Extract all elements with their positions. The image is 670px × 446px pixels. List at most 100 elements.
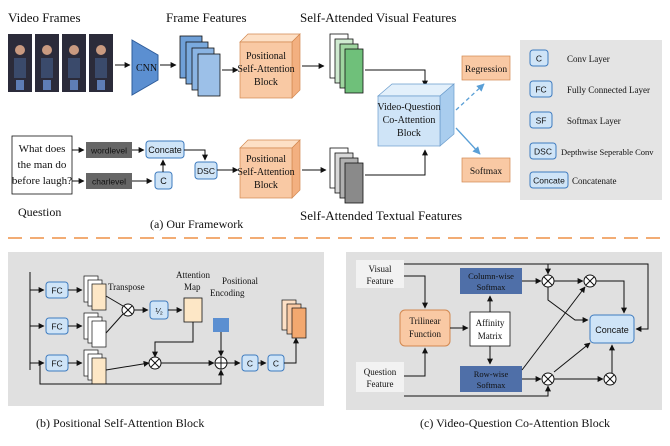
legend-item-conv: C Conv Layer	[529, 49, 610, 67]
svg-text:Softmax Layer: Softmax Layer	[567, 116, 621, 126]
concate-label-c: Concate	[595, 325, 629, 335]
transpose-label: Transpose	[108, 282, 145, 292]
psa-bottom-line3: Block	[254, 180, 278, 191]
legend-item-sf: SF Softmax Layer	[529, 111, 621, 129]
row-wise-softmax-box	[460, 366, 522, 392]
conv-box-b-1: C	[241, 354, 259, 372]
charlevel-label: charlevel	[92, 177, 126, 187]
caption-c: (c) Video-Question Co-Attention Block	[420, 416, 610, 430]
video-frames-thumbnails	[8, 34, 113, 92]
legend-item-dsc: DSC Depthwise Seperable Conv	[529, 142, 654, 160]
rowwise-line2: Softmax	[477, 380, 507, 390]
question-line-1: What does	[19, 143, 66, 155]
question-line-2: the man do	[18, 159, 67, 171]
vq-line3: Block	[397, 128, 421, 139]
multiply-node-b-2	[148, 356, 162, 370]
svg-text:FC: FC	[51, 322, 62, 332]
charlevel-box	[86, 173, 132, 189]
dsc-label-top: DSC	[197, 166, 215, 176]
affinity-line1: Affinity	[476, 318, 505, 328]
psa-top-line2: Self-Attention	[237, 64, 294, 75]
colwise-line1: Column-wise	[468, 271, 514, 281]
question-text-box	[11, 135, 73, 195]
visual-feature-box	[356, 260, 404, 288]
video-frames-label: Video Frames	[8, 10, 81, 25]
conv-box-b-2: C	[267, 354, 285, 372]
self-attended-visual-label: Self-Attended Visual Features	[300, 10, 456, 25]
caption-b: (b) Positional Self-Attention Block	[36, 416, 204, 430]
frame-features-label: Frame Features	[166, 10, 247, 25]
self-attended-textual-stack	[329, 147, 364, 204]
svg-text:SF: SF	[536, 116, 547, 126]
attention-map-box	[183, 297, 203, 323]
svg-text:DSC: DSC	[534, 147, 552, 157]
positional-self-attention-block-top	[239, 33, 301, 99]
add-node-b	[214, 356, 228, 370]
multiply-node-c-4	[603, 372, 617, 386]
positional-encoding-box	[213, 318, 229, 332]
positional-encoding-line1: Positional	[222, 276, 259, 286]
concate-box-c	[589, 314, 635, 344]
question-feature-line1: Question	[364, 367, 397, 377]
frame-features-stack	[179, 35, 221, 97]
feature-stack-b-2	[83, 312, 107, 348]
multiply-node-b-1	[121, 303, 135, 317]
question-line-3: before laugh?	[12, 175, 72, 187]
softmax-label: Softmax	[470, 166, 502, 177]
question-feature-box	[356, 362, 404, 392]
trilinear-line1: Trilinear	[409, 316, 440, 326]
attention-map-line1: Attention	[176, 270, 210, 280]
fc-box-b-1: FC	[45, 281, 69, 299]
video-question-co-attention-block	[377, 83, 455, 147]
colwise-line2: Softmax	[477, 282, 507, 292]
multiply-node-c-2	[583, 274, 597, 288]
vq-line1: Video-Question	[377, 102, 440, 113]
multiply-node-c-1	[541, 274, 555, 288]
regression-label: Regression	[465, 65, 507, 75]
cnn-block	[131, 39, 159, 96]
output-stack-b	[281, 299, 307, 339]
svg-text:Fully Connected Layer: Fully Connected Layer	[567, 85, 650, 95]
psa-bottom-line1: Positional	[246, 154, 286, 165]
caption-a: (a) Our Framework	[150, 217, 243, 231]
regression-box	[461, 55, 511, 81]
affinity-line2: Matrix	[478, 331, 503, 341]
scale-box-b: ⅟₂	[149, 300, 169, 320]
wordlevel-label: wordlevel	[90, 146, 127, 156]
vq-line2: Co-Attention	[383, 115, 436, 126]
psa-top-line1: Positional	[246, 51, 286, 62]
self-attended-visual-stack	[329, 33, 364, 94]
conv-c-label-top: C	[160, 176, 167, 186]
multiply-node-c-3	[541, 372, 555, 386]
svg-text:Conv Layer: Conv Layer	[567, 54, 610, 64]
positional-encoding-line2: Encoding	[210, 288, 245, 298]
svg-text:Concate: Concate	[533, 176, 565, 186]
legend-item-fc: FC Fully Connected Layer	[529, 80, 650, 98]
svg-text:Depthwise Seperable Conv: Depthwise Seperable Conv	[561, 147, 654, 157]
cnn-label: CNN	[136, 63, 157, 74]
question-feature-line2: Feature	[367, 379, 394, 389]
svg-text:FC: FC	[51, 359, 62, 369]
psa-bottom-line2: Self-Attention	[237, 167, 294, 178]
trilinear-line2: Function	[409, 329, 442, 339]
attention-map-line2: Map	[184, 282, 201, 292]
visual-feature-line1: Visual	[369, 264, 392, 274]
feature-stack-b-1	[83, 275, 107, 311]
psa-top-line3: Block	[254, 77, 278, 88]
question-label: Question	[18, 205, 61, 219]
rowwise-line1: Row-wise	[474, 369, 509, 379]
positional-self-attention-block-bottom	[239, 139, 301, 199]
fc-box-b-3: FC	[45, 354, 69, 372]
svg-text:C: C	[273, 359, 279, 369]
fc-box-b-2: FC	[45, 317, 69, 335]
svg-text:Concatenate: Concatenate	[572, 176, 616, 186]
visual-feature-line2: Feature	[367, 276, 394, 286]
svg-text:C: C	[247, 359, 253, 369]
svg-text:FC: FC	[51, 286, 62, 296]
svg-text:FC: FC	[535, 85, 546, 95]
svg-text:C: C	[536, 54, 542, 64]
wordlevel-box	[86, 142, 132, 158]
svg-text:⅟₂: ⅟₂	[155, 307, 163, 316]
concate-label-top: Concate	[148, 145, 182, 155]
